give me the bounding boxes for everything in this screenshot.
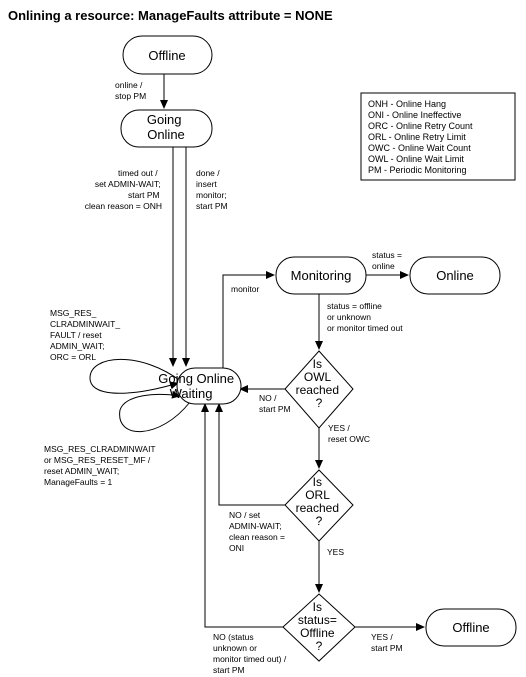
edge-self-loop-bottom	[119, 390, 191, 432]
decision-orl-label: Is ORL reached ?	[296, 475, 343, 528]
legend-box	[360, 92, 516, 181]
decision-orl	[284, 469, 354, 542]
decision-owl-label: Is OWL reached ?	[296, 357, 343, 410]
state-going-online-label: Going Online	[147, 112, 185, 142]
label-status-yes: YES / start PM	[371, 632, 403, 653]
state-online-label: Online	[436, 268, 474, 283]
label-orl-no: NO / set ADMIN-WAIT; clean reason = ONI	[229, 510, 287, 553]
state-monitoring	[275, 256, 367, 295]
label-timed-out: timed out / set ADMIN-WAIT; start PM cle…	[85, 168, 163, 211]
state-going-online-waiting	[176, 367, 242, 405]
label-owl-yes: YES / reset OWC	[328, 423, 370, 444]
decision-status	[282, 593, 356, 662]
state-going-online	[120, 109, 213, 148]
label-status-no: NO (status unknown or monitor timed out)…	[213, 632, 289, 675]
state-offline-bottom	[425, 608, 517, 647]
label-monitor: monitor	[231, 284, 260, 294]
diagram-title: Onlining a resource: ManageFaults attrib…	[8, 8, 333, 23]
state-going-online-waiting-label: Going Online Waiting	[158, 371, 238, 401]
label-self-loop-top: MSG_RES_ CLRADMINWAIT_ FAULT / reset ADM…	[50, 308, 122, 362]
label-owl-no: NO / start PM	[259, 393, 291, 414]
state-online	[409, 256, 501, 295]
label-orl-yes: YES	[327, 547, 344, 557]
state-offline-top	[122, 35, 213, 75]
edge-orl-no	[215, 403, 287, 506]
state-monitoring-label: Monitoring	[291, 268, 352, 283]
edge-monitor	[222, 271, 275, 368]
edge-self-loop-top	[89, 358, 183, 394]
label-done: done / insert monitor; start PM	[196, 168, 229, 211]
edge-status-no	[201, 403, 285, 628]
label-self-loop-bottom: MSG_RES_CLRADMINWAIT or MSG_RES_RESET_MF…	[44, 444, 158, 487]
legend-text: ONH - Online Hang ONI - Online Ineffecti…	[368, 99, 475, 175]
label-status-offline: status = offline or unknown or monitor t…	[327, 301, 403, 333]
decision-status-label: Is status= Offline ?	[298, 600, 340, 653]
state-offline-bottom-label: Offline	[452, 620, 489, 635]
decision-owl	[284, 350, 354, 429]
state-offline-top-label: Offline	[148, 48, 185, 63]
label-status-online: status = online	[372, 250, 404, 271]
label-online-stop-pm: online / stop PM	[115, 80, 146, 101]
